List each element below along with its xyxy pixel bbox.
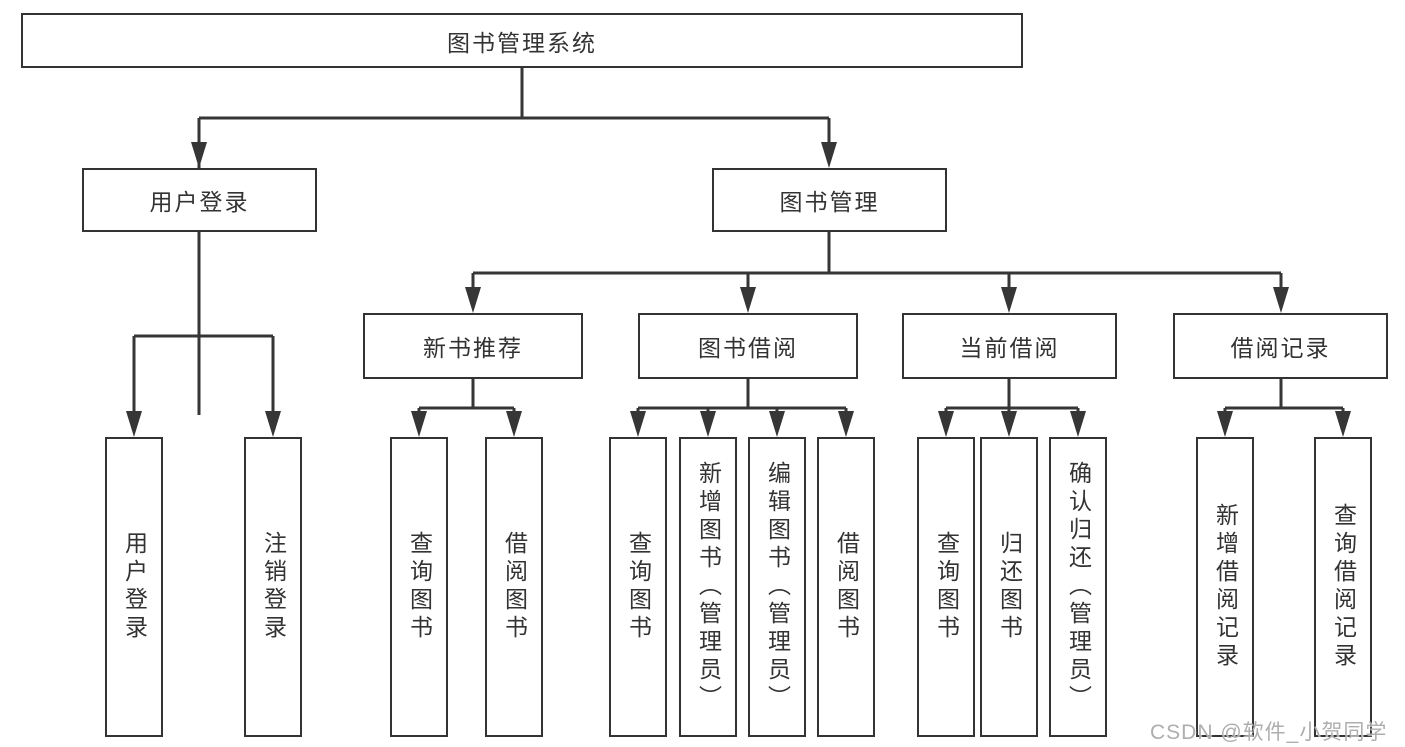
leaf-user-login: 用户登录 <box>105 437 163 737</box>
arrowhead <box>838 411 854 437</box>
leaf-label: 查询借阅记录 <box>1330 503 1357 671</box>
leaf-label: 注销登录 <box>260 531 287 643</box>
arrowhead <box>506 411 522 437</box>
arrowhead <box>1335 411 1351 437</box>
leaf-label: 确认归还（管理员） <box>1065 461 1092 713</box>
arrowhead <box>769 411 785 437</box>
tree-connector-lines <box>132 68 1345 417</box>
arrowhead <box>1001 411 1017 437</box>
arrowhead <box>700 411 716 437</box>
arrowhead <box>265 411 281 437</box>
node-label: 当前借阅 <box>959 335 1060 361</box>
arrowhead <box>821 142 837 168</box>
csdn-watermark: CSDN @软件_小贺同学 <box>1150 721 1388 744</box>
arrowhead <box>1217 411 1233 437</box>
leaf-add-book-admin: 新增图书（管理员） <box>679 437 737 737</box>
leaf-label: 借阅图书 <box>501 531 528 643</box>
node-label: 图书管理系统 <box>447 29 597 56</box>
node-label: 新书推荐 <box>423 335 523 361</box>
node-borrow-record: 借阅记录 <box>1173 313 1388 379</box>
leaf-label: 查询图书 <box>625 531 652 643</box>
leaf-query-book-recommend: 查询图书 <box>390 437 448 737</box>
node-book-borrow: 图书借阅 <box>638 313 858 379</box>
leaf-label: 新增借阅记录 <box>1212 503 1239 671</box>
leaf-query-book-current: 查询图书 <box>917 437 975 737</box>
arrowhead <box>1001 287 1017 313</box>
node-label: 图书借阅 <box>698 335 798 361</box>
leaf-label: 查询图书 <box>406 531 433 643</box>
arrowhead <box>1070 411 1086 437</box>
node-label: 用户登录 <box>149 189 250 215</box>
leaf-query-book-borrow: 查询图书 <box>609 437 667 737</box>
arrowhead <box>740 287 756 313</box>
leaf-borrow-book: 借阅图书 <box>817 437 875 737</box>
leaf-label: 借阅图书 <box>833 531 860 643</box>
arrowhead <box>1273 287 1289 313</box>
leaf-add-borrow-record: 新增借阅记录 <box>1196 437 1254 737</box>
node-user-login: 用户登录 <box>82 168 317 232</box>
leaf-label: 归还图书 <box>996 531 1023 643</box>
leaf-return-book: 归还图书 <box>980 437 1038 737</box>
node-library-management-system: 图书管理系统 <box>21 13 1023 68</box>
leaf-logout: 注销登录 <box>244 437 302 737</box>
leaf-label: 新增图书（管理员） <box>695 461 722 713</box>
arrowheads <box>126 142 1351 437</box>
node-label: 借阅记录 <box>1230 335 1331 361</box>
leaf-label: 查询图书 <box>933 531 960 643</box>
node-label: 图书管理 <box>779 189 880 215</box>
arrowhead <box>411 411 427 437</box>
arrowhead <box>938 411 954 437</box>
arrowhead <box>630 411 646 437</box>
leaf-label: 编辑图书（管理员） <box>764 461 791 713</box>
arrowhead <box>126 411 142 437</box>
arrowhead <box>191 142 207 168</box>
leaf-confirm-return-admin: 确认归还（管理员） <box>1049 437 1107 737</box>
leaf-query-borrow-record: 查询借阅记录 <box>1314 437 1372 737</box>
node-book-management: 图书管理 <box>712 168 947 232</box>
leaf-label: 用户登录 <box>121 531 148 643</box>
leaf-edit-book-admin: 编辑图书（管理员） <box>748 437 806 737</box>
node-new-book-recommend: 新书推荐 <box>363 313 583 379</box>
leaf-borrow-book-recommend: 借阅图书 <box>485 437 543 737</box>
arrowhead <box>465 287 481 313</box>
node-current-borrow: 当前借阅 <box>902 313 1117 379</box>
